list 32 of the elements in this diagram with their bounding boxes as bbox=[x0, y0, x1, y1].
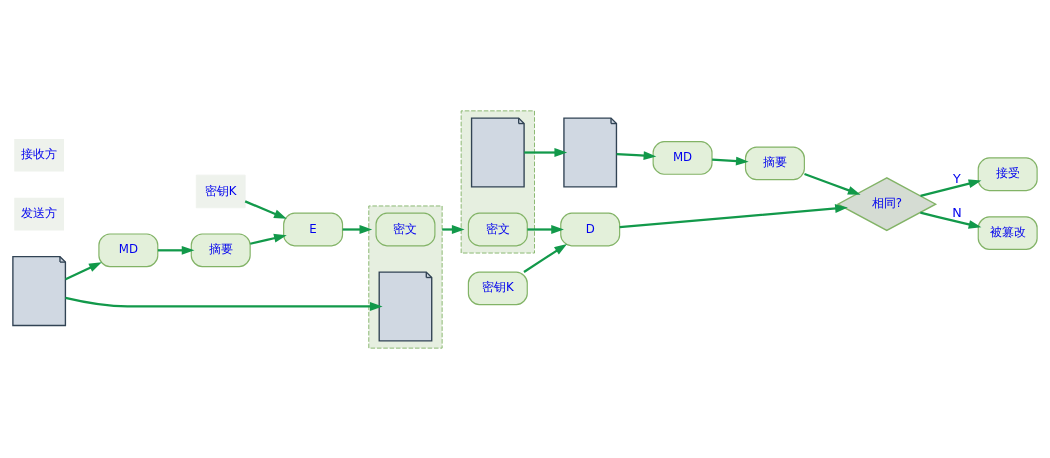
node-box: D bbox=[560, 212, 621, 246]
arrow bbox=[804, 172, 861, 195]
node-box: MD bbox=[652, 140, 713, 175]
node-box: 摘要 bbox=[744, 146, 805, 180]
arrow bbox=[250, 233, 287, 245]
arrow bbox=[920, 210, 982, 229]
node-box: 摘要 bbox=[190, 232, 251, 267]
arrow bbox=[65, 261, 102, 280]
node-box: 密钥K bbox=[195, 174, 246, 208]
arrow bbox=[616, 150, 657, 160]
arrow bbox=[527, 224, 564, 234]
arrow bbox=[157, 245, 195, 255]
arrow bbox=[524, 147, 568, 157]
arrow bbox=[619, 203, 848, 228]
node-box: 接受 bbox=[977, 156, 1038, 191]
arrow bbox=[712, 156, 749, 166]
edge-label: N bbox=[952, 204, 962, 220]
node-box: 密文 bbox=[467, 212, 528, 246]
arrow bbox=[342, 224, 373, 234]
node-box: MD bbox=[98, 232, 159, 267]
arrow bbox=[65, 296, 383, 311]
arrow bbox=[920, 178, 982, 197]
node-box: E bbox=[283, 212, 344, 246]
arrow bbox=[523, 243, 568, 273]
node-box: 密文 bbox=[375, 212, 436, 246]
edge-label: Y bbox=[953, 170, 961, 186]
label: 接收方 bbox=[21, 146, 58, 161]
label: 发送方 bbox=[21, 205, 58, 220]
node-box: 被篡改 bbox=[977, 215, 1038, 250]
node-box: 密钥K bbox=[467, 270, 528, 305]
arrow bbox=[244, 199, 287, 219]
cluster bbox=[460, 109, 535, 253]
